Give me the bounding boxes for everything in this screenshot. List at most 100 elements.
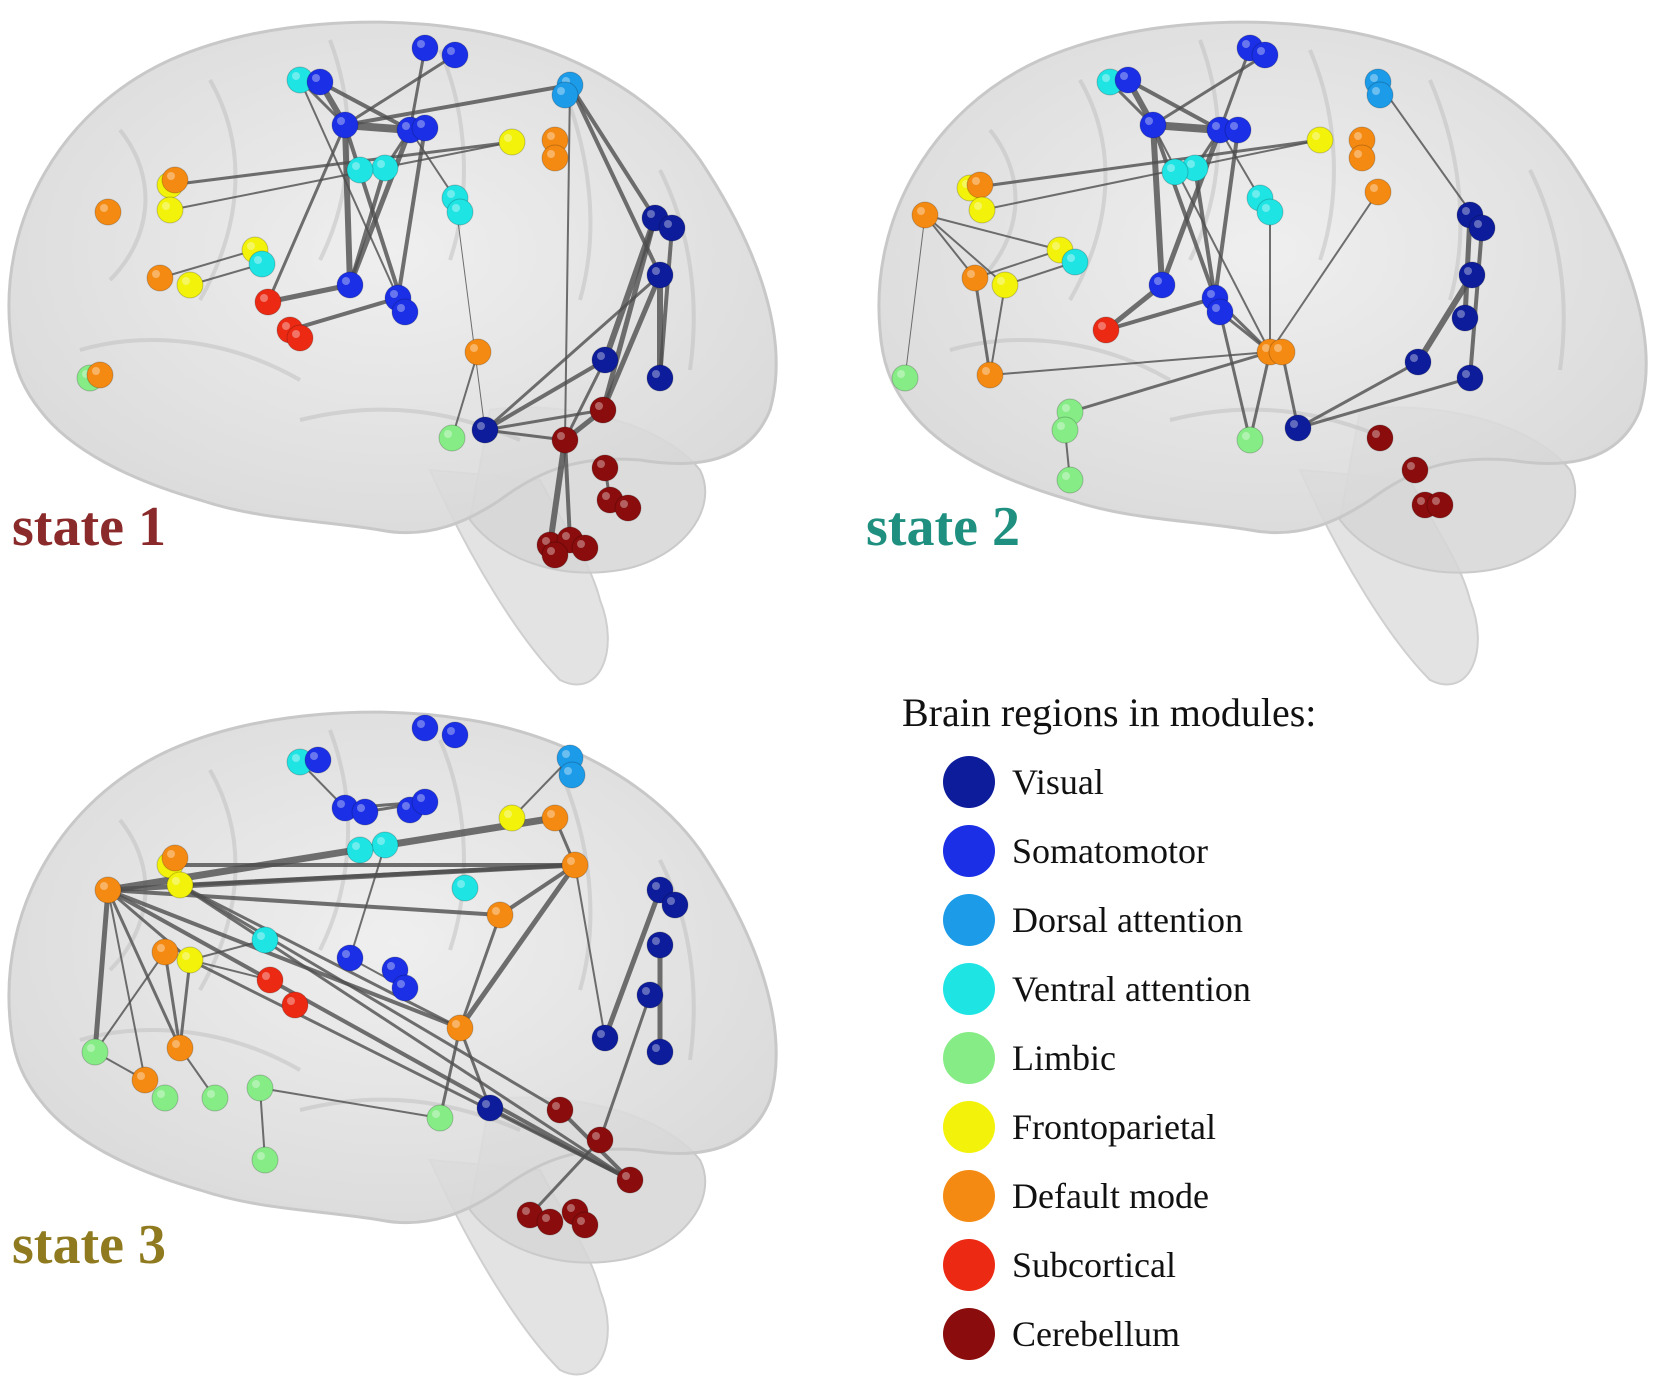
node-highlight: [547, 547, 555, 555]
node-highlight: [1372, 87, 1380, 95]
region-node-default-mode: [151, 938, 179, 966]
region-node-default-mode: [161, 844, 189, 872]
node-highlight: [257, 1152, 265, 1160]
node-highlight: [1242, 40, 1250, 48]
legend-label: Cerebellum: [1012, 1314, 1180, 1354]
legend-item: Limbic: [943, 1032, 1116, 1084]
node-highlight: [522, 1207, 530, 1215]
node-highlight: [547, 810, 555, 818]
connection-edge: [299, 79, 399, 299]
region-node-visual: [1456, 364, 1484, 392]
region-node-somatomotor: [441, 721, 469, 749]
region-node-somatomotor: [304, 746, 332, 774]
node-highlight: [597, 460, 605, 468]
region-node-subcortical: [1092, 316, 1120, 344]
connection-edge: [1218, 46, 1252, 132]
node-highlight: [567, 857, 575, 865]
node-highlight: [352, 842, 360, 850]
connection-edge: [343, 83, 572, 127]
region-node-somatomotor: [1148, 271, 1176, 299]
legend-swatch: [943, 1101, 995, 1153]
connection-edge: [266, 123, 347, 304]
region-node-frontoparietal: [1306, 126, 1334, 154]
region-node-limbic: [1051, 416, 1079, 444]
region-node-default-mode: [131, 1066, 159, 1094]
region-node-visual: [646, 1038, 674, 1066]
node-highlight: [282, 322, 290, 330]
legend-label: Somatomotor: [1012, 831, 1208, 871]
gyrus-fold: [79, 338, 301, 382]
region-node-subcortical: [286, 324, 314, 352]
node-highlight: [564, 767, 572, 775]
state-3-panel: state 3: [7, 710, 778, 1376]
connection-edge: [107, 889, 146, 1081]
connection-edge: [602, 887, 663, 1041]
region-node-ventral-attention: [251, 926, 279, 954]
legend-swatch: [943, 825, 995, 877]
connection-edge: [563, 438, 572, 542]
gyrus-fold: [1428, 79, 1463, 301]
legend-swatch: [943, 1308, 995, 1360]
node-highlight: [652, 937, 660, 945]
connection-edge: [1218, 310, 1252, 442]
region-node-frontoparietal: [498, 128, 526, 156]
node-highlight: [447, 47, 455, 55]
node-highlight: [972, 177, 980, 185]
node-highlight: [247, 242, 255, 250]
region-node-somatomotor: [1206, 298, 1234, 326]
node-highlight: [87, 1044, 95, 1052]
node-highlight: [254, 256, 262, 264]
legend-swatch: [943, 1239, 995, 1291]
legend-item: Default mode: [943, 1170, 1209, 1222]
connection-edge: [457, 862, 578, 1031]
region-node-somatomotor: [391, 298, 419, 326]
connection-edge: [409, 129, 456, 199]
node-highlight: [390, 290, 398, 298]
node-highlight: [342, 950, 350, 958]
connection-edge: [1151, 53, 1267, 127]
connection-edge: [265, 282, 353, 305]
node-highlight: [1062, 404, 1070, 412]
node-highlight: [447, 190, 455, 198]
gyrus-fold: [978, 128, 1018, 282]
gyrus-fold: [658, 169, 696, 371]
region-node-visual: [636, 981, 664, 1009]
region-node-somatomotor: [306, 68, 334, 96]
connection-edge: [163, 950, 182, 1050]
region-node-cerebellum: [616, 1166, 644, 1194]
gyrus-fold: [1188, 39, 1221, 261]
region-node-visual: [661, 891, 689, 919]
node-highlight: [492, 907, 500, 915]
connection-edge: [924, 214, 976, 279]
region-node-ventral-attention: [371, 154, 399, 182]
node-highlight: [417, 120, 425, 128]
node-highlight: [1057, 422, 1065, 430]
legend-item: Ventral attention: [943, 963, 1251, 1015]
node-highlight: [397, 304, 405, 312]
node-highlight: [292, 330, 300, 338]
region-node-somatomotor: [336, 271, 364, 299]
node-highlight: [167, 172, 175, 180]
region-node-default-mode: [94, 198, 122, 226]
connection-edge: [92, 887, 111, 1055]
region-node-default-mode: [464, 338, 492, 366]
node-highlight: [897, 370, 905, 378]
node-highlight: [1145, 117, 1153, 125]
node-highlight: [477, 422, 485, 430]
region-node-default-mode: [1364, 178, 1392, 206]
region-node-default-mode: [561, 851, 589, 879]
gyrus-fold: [558, 769, 593, 991]
node-highlight: [207, 1090, 215, 1098]
node-highlight: [622, 1172, 630, 1180]
region-node-cerebellum: [614, 494, 642, 522]
node-highlight: [292, 72, 300, 80]
node-highlight: [1167, 164, 1175, 172]
region-node-default-mode: [166, 1034, 194, 1062]
gyrus-fold: [438, 49, 466, 261]
region-node-default-mode: [86, 361, 114, 389]
node-highlight: [567, 1204, 575, 1212]
connection-edge: [178, 863, 577, 887]
region-node-default-mode: [541, 804, 569, 832]
legend-label: Ventral attention: [1012, 969, 1251, 1009]
